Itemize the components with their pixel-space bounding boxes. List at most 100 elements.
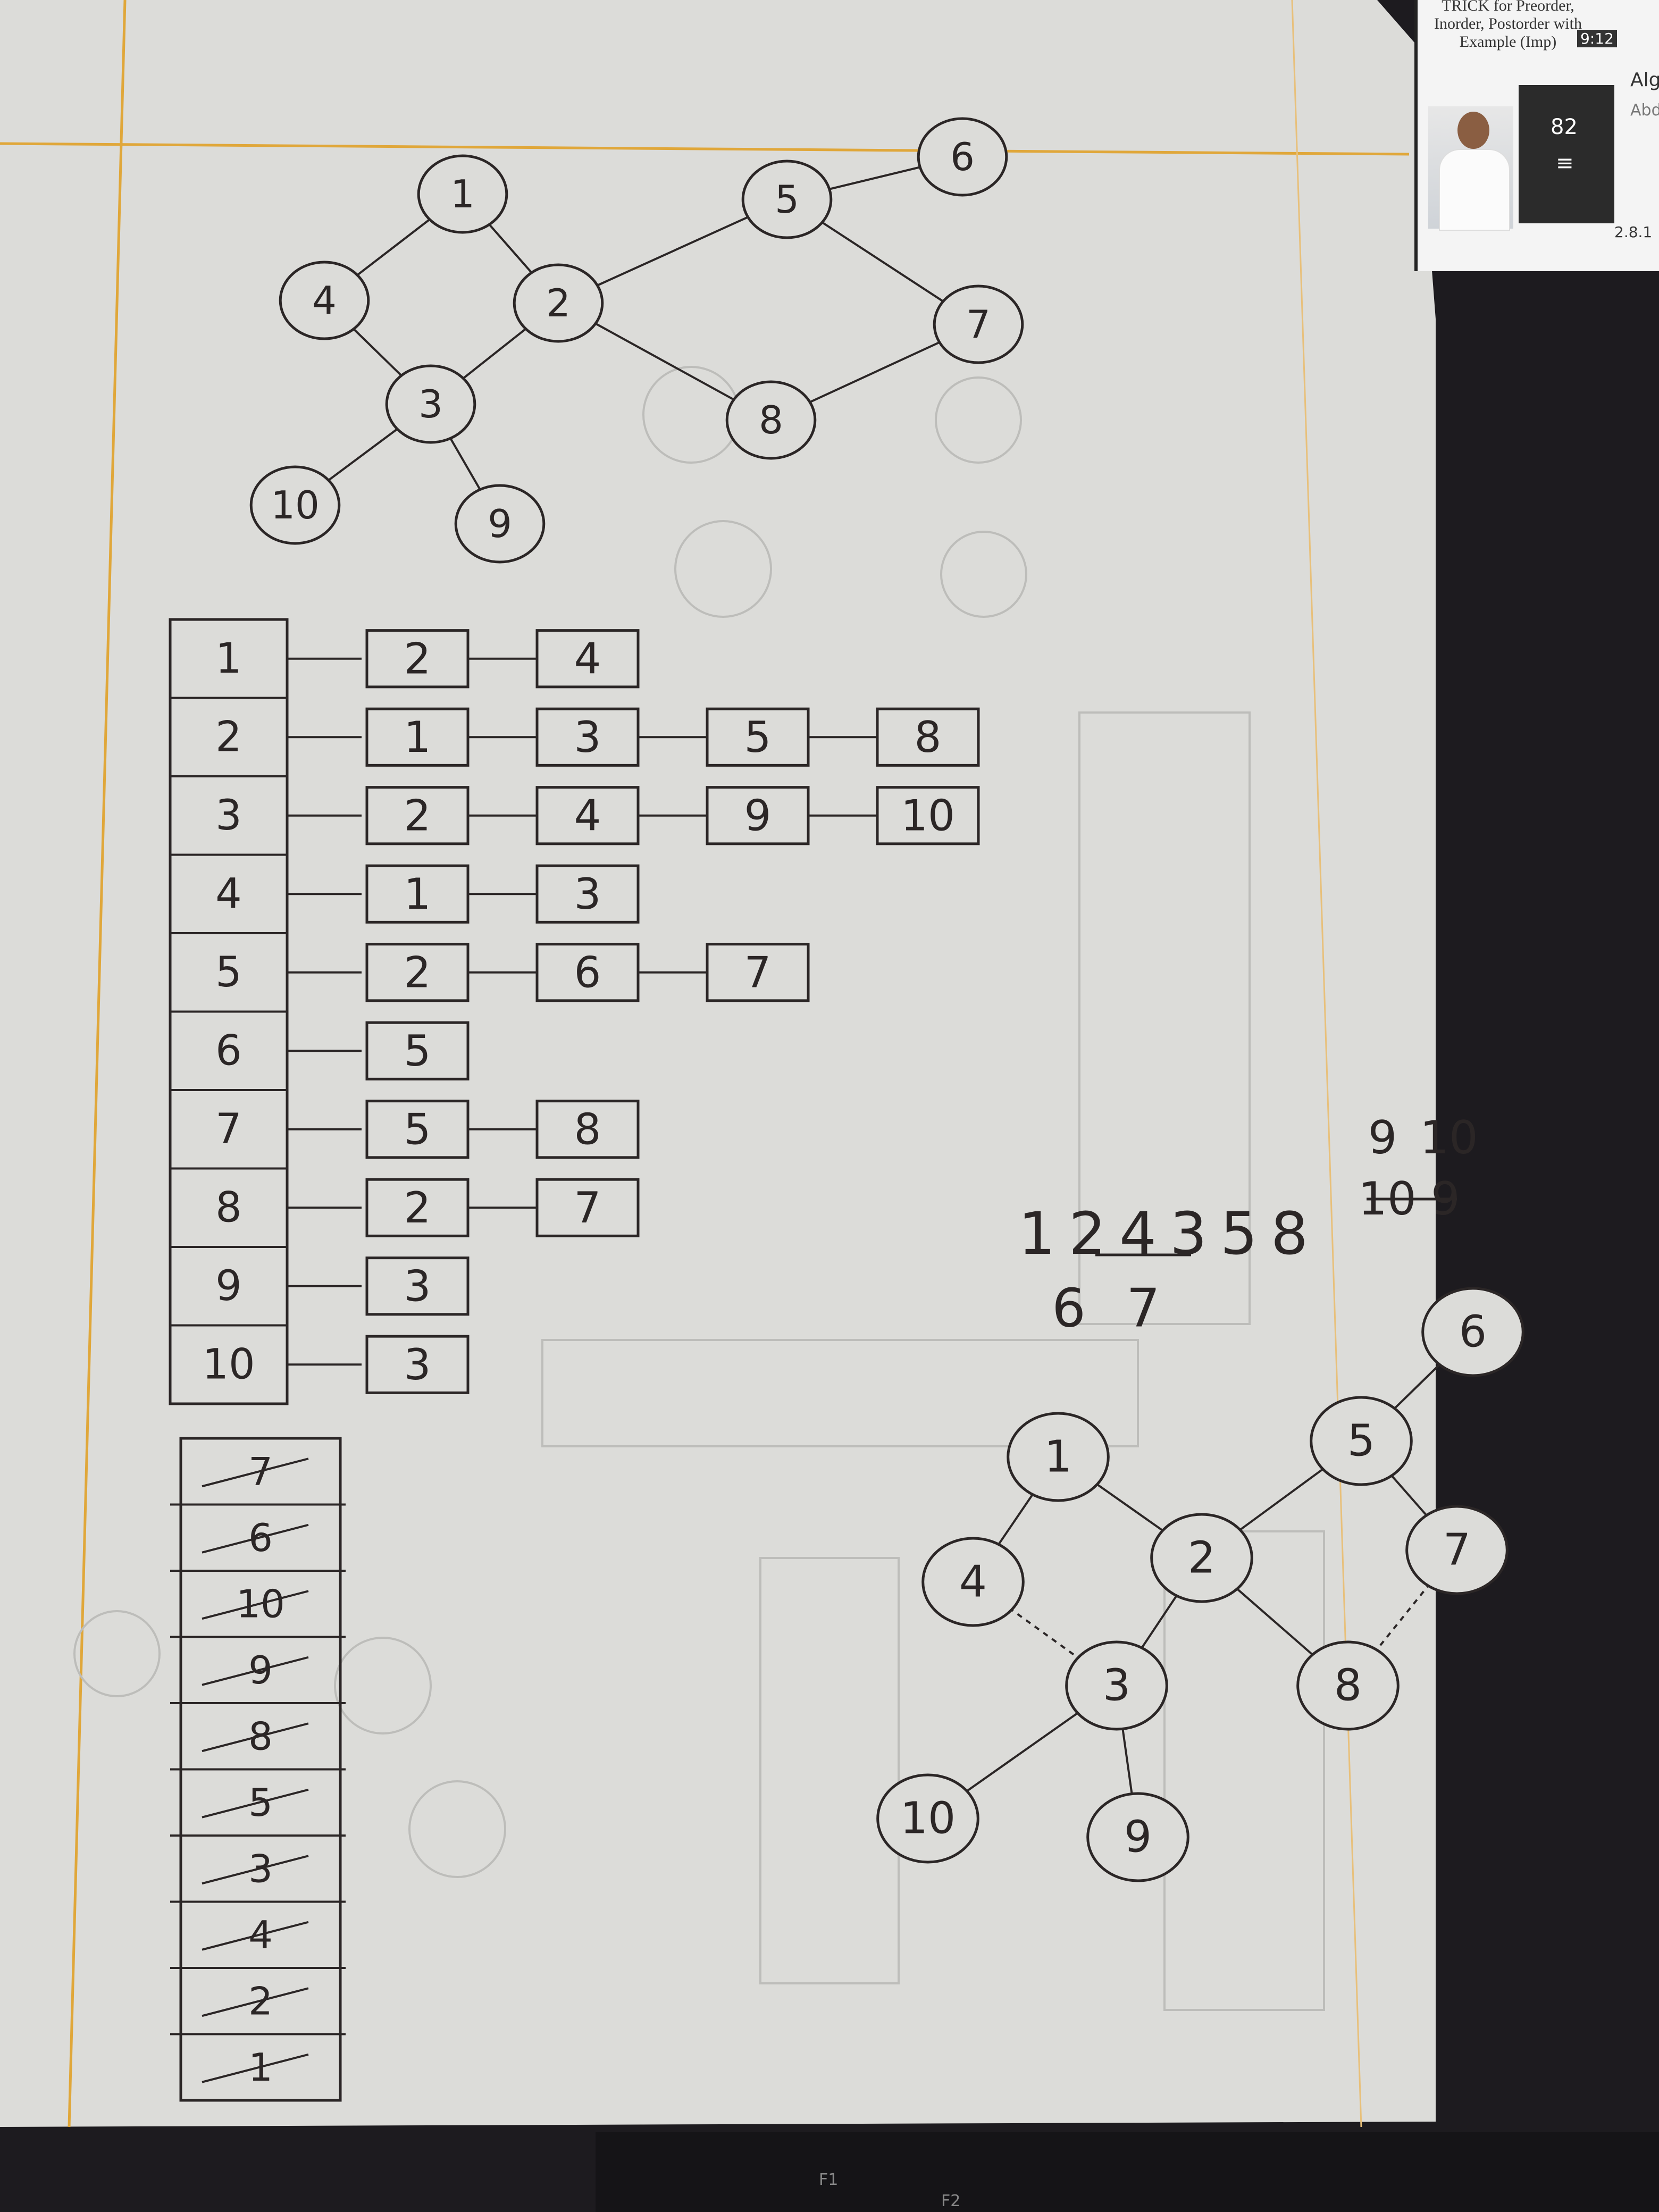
stack-strike [202, 1722, 309, 1753]
graph-node [933, 284, 1024, 364]
video-date: 2.8.1 [1614, 223, 1653, 241]
adjacency-node-value: 4 [574, 634, 601, 683]
adjacency-node-value: 5 [404, 1104, 431, 1154]
graph-node-label: 7 [1443, 1525, 1471, 1576]
graph-node [385, 364, 476, 444]
graph-node-label: 10 [271, 483, 320, 527]
graph-node [1296, 1640, 1400, 1731]
graph-node [249, 465, 341, 545]
stack-strike [202, 1457, 309, 1488]
adjacency-vertex: 6 [215, 1027, 242, 1075]
graph-node [741, 160, 833, 239]
adjacency-node-value: 4 [574, 791, 601, 840]
graph-node-label: 2 [546, 281, 571, 325]
adjacency-vertex: 1 [215, 635, 242, 683]
adjacency-vertex: 3 [215, 792, 242, 840]
graph-node-label: 9 [1124, 1812, 1152, 1863]
adjacency-node-value: 7 [574, 1183, 601, 1233]
graph-edge [1347, 1549, 1458, 1687]
adjacency-vertex: 5 [215, 949, 242, 996]
adjacency-node [535, 1100, 640, 1159]
video-title[interactable]: TRICK for Preorder, Inorder, Postorder w… [1434, 0, 1582, 51]
adjacency-node-value: 2 [404, 1183, 431, 1233]
graph-node-label: 7 [966, 302, 991, 347]
graph-node-label: 10 [900, 1794, 956, 1844]
adjacency-node [535, 629, 640, 689]
stack-strike [202, 1788, 309, 1819]
adjacency-vertex: 10 [202, 1340, 255, 1388]
traversal-value: 8 [1271, 1200, 1308, 1268]
graph-node [1007, 1412, 1110, 1502]
adjacency-node [365, 1256, 470, 1316]
adjacency-node-value: 3 [574, 713, 601, 762]
video-thumbnail[interactable] [1428, 106, 1513, 231]
adjacency-node-value: 3 [404, 1340, 431, 1389]
graph-node [454, 484, 546, 564]
key-f1: F1 [819, 2171, 839, 2189]
graph-node-label: 3 [418, 382, 443, 426]
adjacency-vertex: 9 [215, 1262, 242, 1310]
graph-node-label: 5 [1347, 1416, 1375, 1467]
keyboard: F1 F2 [596, 2132, 1659, 2212]
traversal-above: 9 [1368, 1111, 1397, 1164]
playlist-overlay[interactable]: 82 ≡ [1519, 85, 1614, 223]
graph-node-label: 4 [959, 1557, 987, 1607]
adjacency-node-value: 6 [574, 948, 601, 997]
graph-node-label: 9 [488, 501, 512, 546]
dfs-stack: 76109853421 [170, 1437, 346, 2102]
show-through-ghost-marks [73, 366, 1325, 2011]
graph-node [279, 261, 370, 340]
adjacency-node-value: 9 [744, 791, 772, 840]
graph-node-label: 5 [775, 177, 799, 222]
stack-strike [202, 1987, 309, 2017]
traversal-above: 10 [1420, 1111, 1478, 1164]
presenter-shirt [1439, 149, 1510, 231]
adjacency-node-value: 2 [404, 948, 431, 997]
graph-node [1150, 1513, 1253, 1603]
adjacency-node [876, 786, 980, 845]
adjacency-node [365, 1021, 470, 1080]
adjacency-node-value: 8 [915, 713, 942, 762]
graph-node-label: 1 [450, 172, 475, 216]
adjacency-node-value: 1 [404, 869, 431, 919]
adjacency-node-value: 2 [404, 791, 431, 840]
adjacency-node-value: 10 [901, 791, 955, 840]
playlist-icon: ≡ [1556, 151, 1574, 175]
tablet-video-panel[interactable]: TRICK for Preorder, Inorder, Postorder w… [1414, 0, 1659, 271]
adjacency-node-value: 3 [574, 869, 601, 919]
key-f2: F2 [941, 2192, 961, 2210]
graph-node-label: 8 [1334, 1661, 1362, 1711]
graph-node [876, 1773, 979, 1864]
adjacency-node [535, 864, 640, 924]
stack-strike [202, 1590, 309, 1620]
traversal-value: 7 [1126, 1277, 1160, 1339]
stack-strike [202, 1523, 309, 1554]
graph-node-label: 8 [759, 398, 783, 442]
graph-node-label: 6 [1459, 1307, 1487, 1358]
adjacency-node-value: 1 [404, 713, 431, 762]
adjacency-node [535, 1178, 640, 1237]
notebook-page [0, 0, 1436, 2127]
graph-node [921, 1537, 1025, 1627]
traversal-value: 2 [1069, 1200, 1106, 1268]
graph-node [1421, 1287, 1524, 1377]
stack-strike [202, 1921, 309, 1951]
adjacency-node [876, 707, 980, 767]
graph-node [513, 263, 604, 343]
adjacency-vertex: 8 [215, 1184, 242, 1231]
graph-node [1065, 1640, 1168, 1731]
graph-node [725, 380, 817, 460]
adjacency-node [365, 1335, 470, 1394]
adjacency-node-value: 2 [404, 634, 431, 683]
graph-node [917, 117, 1008, 197]
graph-node-label: 3 [1103, 1661, 1130, 1711]
traversal-value: 4 [1119, 1200, 1157, 1268]
graph-node [417, 154, 508, 234]
video-duration: 9:12 [1577, 30, 1617, 47]
graph-edge [972, 1581, 1118, 1687]
